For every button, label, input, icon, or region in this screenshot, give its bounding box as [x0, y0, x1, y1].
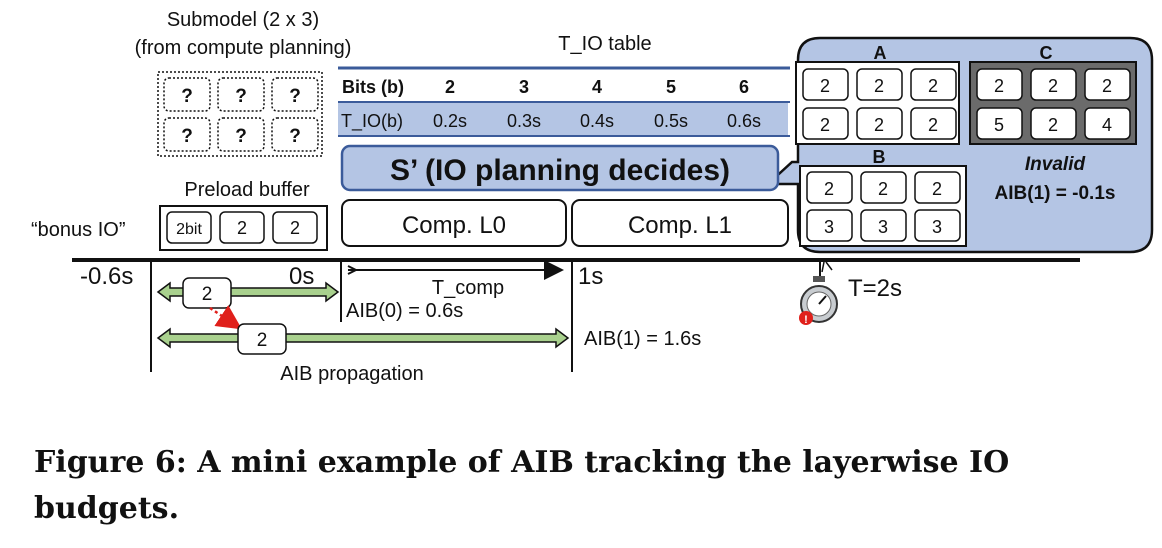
invalid-label: Invalid: [1025, 154, 1086, 175]
submodel-cells: ? ? ? ? ? ?: [163, 77, 319, 152]
candidate-c-cell: 2: [1048, 115, 1058, 135]
io-planning-banner: [340, 144, 780, 192]
candidate-a-cells: 2 2 2 2 2 2: [802, 68, 957, 140]
candidate-c-cell: 2: [1102, 76, 1112, 96]
stopwatch-icon: !: [799, 261, 838, 326]
tio-bits-cell: 3: [519, 77, 529, 97]
submodel-cell: ?: [289, 126, 301, 147]
preload-cell: 2: [290, 218, 300, 238]
tio-bits-cell: 5: [666, 77, 676, 97]
figure-caption: Figure 6: A mini example of AIB tracking…: [34, 445, 1010, 526]
tio-table-title: T_IO table: [558, 33, 651, 55]
tio-time-cell: 0.4s: [580, 111, 614, 131]
tio-bits-cell: 6: [739, 77, 749, 97]
submodel-cell: ?: [181, 126, 193, 147]
tio-bits-cell: 2: [445, 77, 455, 97]
candidate-c-cell: 2: [994, 76, 1004, 96]
compute-layer-1-label: Comp. L1: [628, 212, 732, 239]
preload-cells: 2bit 2 2: [166, 211, 318, 244]
candidate-a-cell: 2: [928, 115, 938, 135]
candidate-a-cell: 2: [820, 115, 830, 135]
io-planning-banner-text: S’ (IO planning decides): [390, 154, 730, 187]
submodel-cell: ?: [181, 86, 193, 107]
svg-text:!: !: [804, 314, 808, 326]
tio-table: Bits (b) 2 3 4 5 6 T_IO(b) 0.2s 0.3s 0.4…: [338, 66, 790, 137]
aib-arrow-2-box: [237, 323, 287, 355]
aib-arrow-1-value: 2: [202, 284, 213, 305]
tio-time-cell: 0.5s: [654, 111, 688, 131]
aib0-label: AIB(0) = 0.6s: [346, 300, 463, 322]
preload-cell: 2: [237, 218, 247, 238]
preload-title: Preload buffer: [184, 179, 310, 201]
candidate-b-cell: 2: [932, 179, 942, 199]
candidate-c-cell: 5: [994, 115, 1004, 135]
candidate-a-cell: 2: [820, 76, 830, 96]
candidate-b-cell: 2: [878, 179, 888, 199]
tio-time-cell: 0.6s: [727, 111, 761, 131]
label-t-neg: -0.6s: [80, 263, 133, 290]
bonus-io-label: “bonus IO”: [31, 219, 125, 241]
submodel-cell: ?: [289, 86, 301, 107]
aib-arrow-1-box: [182, 277, 232, 309]
compute-layer-0-label: Comp. L0: [402, 212, 506, 239]
tio-header-label: Bits (b): [342, 77, 404, 97]
candidate-b-cells: 2 2 2 3 3 3: [806, 171, 961, 242]
aib-arrow-1: [156, 281, 340, 303]
aib-arrow-2-value: 2: [257, 330, 268, 351]
tio-bits-cell: 4: [592, 77, 602, 97]
compute-layer-1: [571, 199, 789, 247]
candidate-b-label: B: [873, 147, 886, 167]
submodel-cell: ?: [235, 86, 247, 107]
compute-layer-0: [341, 199, 567, 247]
submodel-title-line2: (from compute planning): [135, 37, 352, 59]
t-comp-label: T_comp: [432, 277, 504, 299]
candidate-a-cell: 2: [874, 76, 884, 96]
candidate-b-cell: 3: [878, 217, 888, 237]
candidate-c-label: C: [1040, 43, 1053, 63]
candidate-c-cell: 2: [1048, 76, 1058, 96]
aib-propagation-label: AIB propagation: [280, 363, 423, 385]
aib-arrow-2: [156, 327, 570, 349]
tio-time-cell: 0.2s: [433, 111, 467, 131]
submodel-cell: ?: [235, 126, 247, 147]
candidate-a-cell: 2: [928, 76, 938, 96]
submodel-title-line1: Submodel (2 x 3): [167, 9, 319, 31]
candidate-a-cell: 2: [874, 115, 884, 135]
tio-time-cell: 0.3s: [507, 111, 541, 131]
aib1-label: AIB(1) = 1.6s: [584, 328, 701, 350]
label-t-zero: 0s: [289, 263, 314, 290]
candidate-b-cell: 3: [824, 217, 834, 237]
label-t-one: 1s: [578, 263, 603, 290]
candidate-c-cells: 2 2 2 5 2 4: [976, 68, 1131, 140]
preload-cell: 2bit: [176, 221, 202, 238]
candidate-b-cell: 2: [824, 179, 834, 199]
candidate-b-cell: 3: [932, 217, 942, 237]
propagation-red-arrow: [209, 305, 243, 330]
candidate-a-label: A: [874, 43, 887, 63]
deadline-label: T=2s: [848, 275, 902, 302]
candidate-c-cell: 4: [1102, 115, 1112, 135]
aib-result: AIB(1) = -0.1s: [995, 183, 1116, 204]
tio-row-label: T_IO(b): [341, 111, 403, 132]
